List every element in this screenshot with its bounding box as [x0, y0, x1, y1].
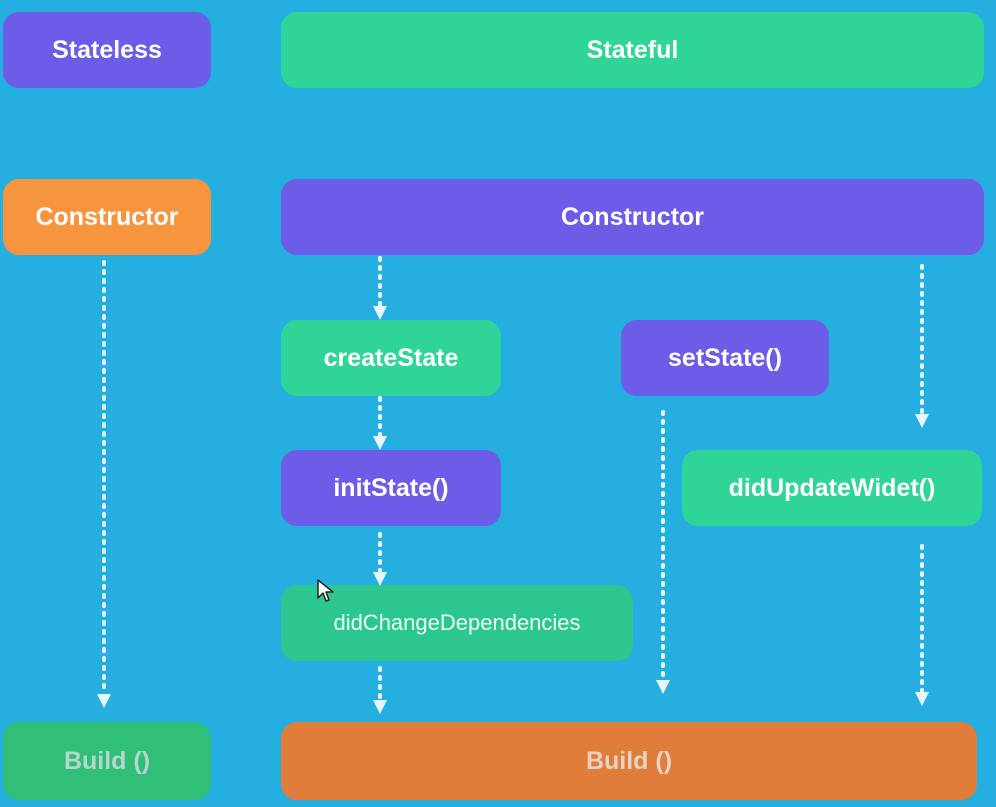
- did-update-widget-label: didUpdateWidet(): [728, 473, 936, 502]
- did-update-widget-node: didUpdateWidet(): [682, 450, 982, 526]
- arrowhead-build-from-did-update: [915, 692, 929, 706]
- init-state-label: initState(): [333, 473, 449, 502]
- init-state-node: initState(): [281, 450, 501, 526]
- stateless-header: Stateless: [3, 12, 211, 88]
- arrowhead-stateless-build: [97, 694, 111, 708]
- arrowhead-init-state: [373, 436, 387, 450]
- stateful-header-label: Stateful: [586, 35, 679, 64]
- arrowhead-build-from-set-state: [656, 680, 670, 694]
- arrowhead-did-change-dependencies: [373, 572, 387, 586]
- create-state-node: createState: [281, 320, 501, 396]
- mouse-cursor-icon: [317, 579, 334, 602]
- stateful-constructor: Constructor: [281, 179, 984, 255]
- did-change-dependencies-label: didChangeDependencies: [333, 610, 581, 635]
- stateless-constructor-label: Constructor: [35, 202, 179, 231]
- arrowhead-create-state: [373, 306, 387, 320]
- stateless-build: Build (): [3, 722, 211, 800]
- stateful-constructor-label: Constructor: [560, 202, 705, 231]
- stateless-constructor: Constructor: [3, 179, 211, 255]
- did-change-dependencies-node: didChangeDependencies: [281, 585, 633, 661]
- stateless-header-label: Stateless: [52, 35, 162, 64]
- stateful-build-label: Build (): [585, 746, 673, 775]
- set-state-node: setState(): [621, 320, 829, 396]
- stateful-build: Build (): [281, 722, 977, 800]
- stateful-header: Stateful: [281, 12, 984, 88]
- arrowhead-build-from-dependencies: [373, 700, 387, 714]
- stateless-build-label: Build (): [63, 746, 151, 775]
- create-state-label: createState: [323, 343, 459, 372]
- arrowhead-did-update-widget: [915, 414, 929, 428]
- set-state-label: setState(): [668, 343, 782, 372]
